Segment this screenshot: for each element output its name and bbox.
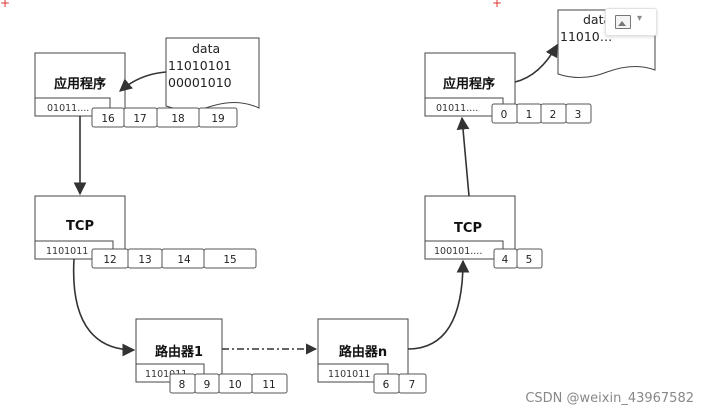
node-app-left-title: 应用程序 [54,76,106,92]
node-router-n: 路由器n 1101011 [317,318,409,383]
cell: 7 [409,379,416,391]
edge-tcp-to-app-right [456,116,470,197]
edge-mark-left: + [0,0,10,10]
node-app-left-bits: 01011.... [47,103,89,114]
cell: 16 [101,113,115,125]
edge-doc-to-app-left [119,71,167,92]
cell: 10 [228,379,241,391]
node-router-1-bits: 1101011 [145,369,187,380]
cell: 19 [211,113,224,125]
cell: 17 [133,113,146,125]
edge-tcp-to-router-1 [72,258,136,357]
cell: 14 [177,254,191,266]
node-tcp-left-bits: 1101011 [46,246,88,257]
chevron-down-icon[interactable]: ▾ [637,13,643,24]
cell: 8 [179,379,186,391]
cell: 0 [501,109,508,121]
edge-app-right-to-doc [514,43,558,83]
cell: 18 [171,113,184,125]
node-tcp-right-title: TCP [454,221,482,236]
cell: 13 [138,254,151,266]
cells-tcp-right: 4 5 [493,248,543,269]
document-left: data 11010101 00001010 [165,37,260,111]
edge-mark-right: + [492,0,502,10]
cell: 9 [204,379,211,391]
doc-left-line-0: data [192,41,220,56]
cells-app-left: 16 17 18 19 [91,107,238,128]
cell: 2 [550,109,557,121]
node-tcp-right-bits: 100101.... [434,246,482,257]
cell: 12 [103,254,116,266]
cell: 4 [502,254,509,266]
cells-app-right: 0 1 2 3 [491,103,592,124]
cells-tcp-left: 12 13 14 15 [91,248,257,269]
node-tcp-left-title: TCP [66,219,94,234]
node-app-left: 应用程序 01011.... [34,52,126,117]
edge-router-n-to-tcp-right [407,259,470,350]
cell: 6 [383,379,390,391]
cells-router-n: 6 7 [373,373,427,394]
node-router-1-title: 路由器1 [155,344,203,360]
cell: 5 [526,254,533,266]
watermark: CSDN @weixin_43967582 [525,391,694,406]
node-router-n-bits: 1101011 [328,369,370,380]
cell: 1 [526,109,533,121]
cells-router-1: 8 9 10 11 [169,373,288,394]
cell: 15 [223,254,236,266]
node-router-1: 路由器1 1101011 [135,318,223,383]
node-router-n-title: 路由器n [339,344,387,360]
doc-left-line-1: 11010101 [168,58,232,73]
image-toolbar[interactable]: ▾ [605,8,657,36]
image-icon[interactable] [615,15,631,29]
doc-right-line-0: data [583,12,611,27]
node-app-right-bits: 01011.... [436,103,478,114]
cell: 3 [575,109,582,121]
node-app-right-title: 应用程序 [443,76,495,92]
doc-right-line-1: 11010… [560,29,612,44]
cell: 11 [262,379,275,391]
doc-left-line-2: 00001010 [168,75,232,90]
